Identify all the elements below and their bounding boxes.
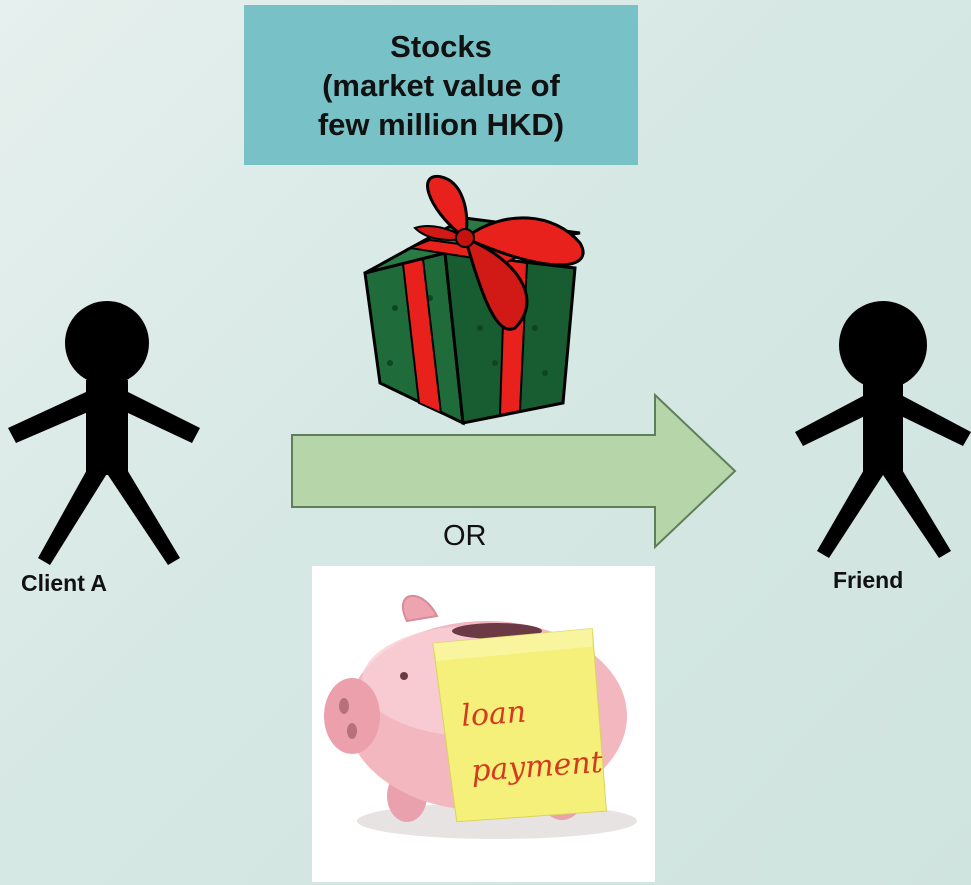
friend-label: Friend [833,567,904,593]
gift-box-icon [363,175,585,426]
piggy-bank-icon: loan payment [324,595,637,839]
or-label: OR [443,520,487,552]
piggy-bank-photo: loan payment [312,566,655,882]
note-text-loan: loan [460,695,527,734]
client-a-figure [8,301,200,565]
friend-figure [795,301,971,558]
transfer-arrow [291,393,737,550]
client-a-label: Client A [21,570,108,596]
stocks-label-box: Stocks (market value of few million HKD) [244,5,638,165]
stocks-label: Stocks (market value of few million HKD) [317,28,565,142]
